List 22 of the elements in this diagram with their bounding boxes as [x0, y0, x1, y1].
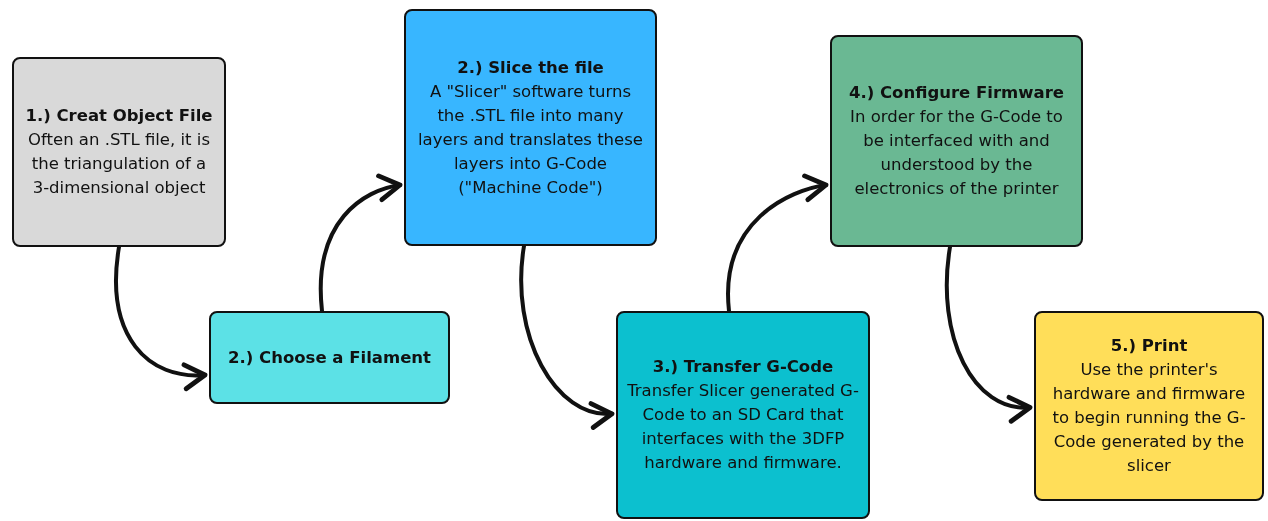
process-box — [12, 57, 226, 247]
process-box — [404, 9, 657, 246]
curved-arrow — [726, 174, 829, 313]
step-description: In order for the G-Code to be interfaced with and understood by the electronics of the printer — [849, 106, 1064, 200]
process-box — [616, 311, 870, 519]
step-heading: 1.) Creat Object File — [25, 105, 213, 127]
step-heading: 3.) Transfer G-Code — [652, 356, 834, 378]
step-heading: 4.) Configure Firmware — [848, 82, 1065, 104]
curved-arrow — [318, 174, 403, 313]
step-heading: 2.) Choose a Filament — [228, 346, 431, 369]
curved-arrow — [944, 245, 1033, 422]
process-box — [209, 311, 450, 404]
step-heading: 2.) Slice the file — [457, 56, 604, 79]
step-description: Often an .STL file, it is the triangulation of a 3-dimensional object — [27, 129, 211, 199]
step-description: Transfer Slicer generated G-Code to an SD Card that interfaces with the 3DFP hardware and firmware. — [626, 380, 860, 474]
step-description: Use the printer's hardware and firmware to begin running the G-Code generated by the slicer — [1051, 359, 1247, 477]
step-heading: 5.) Print — [1110, 335, 1188, 357]
step-description: A "Slicer" software turns the .STL file into many layers and translates these layers into G-Code ("Machine Code") — [417, 80, 644, 199]
curved-arrow — [114, 245, 208, 390]
process-box — [1034, 311, 1264, 501]
curved-arrow — [519, 244, 615, 428]
process-box — [830, 35, 1083, 247]
